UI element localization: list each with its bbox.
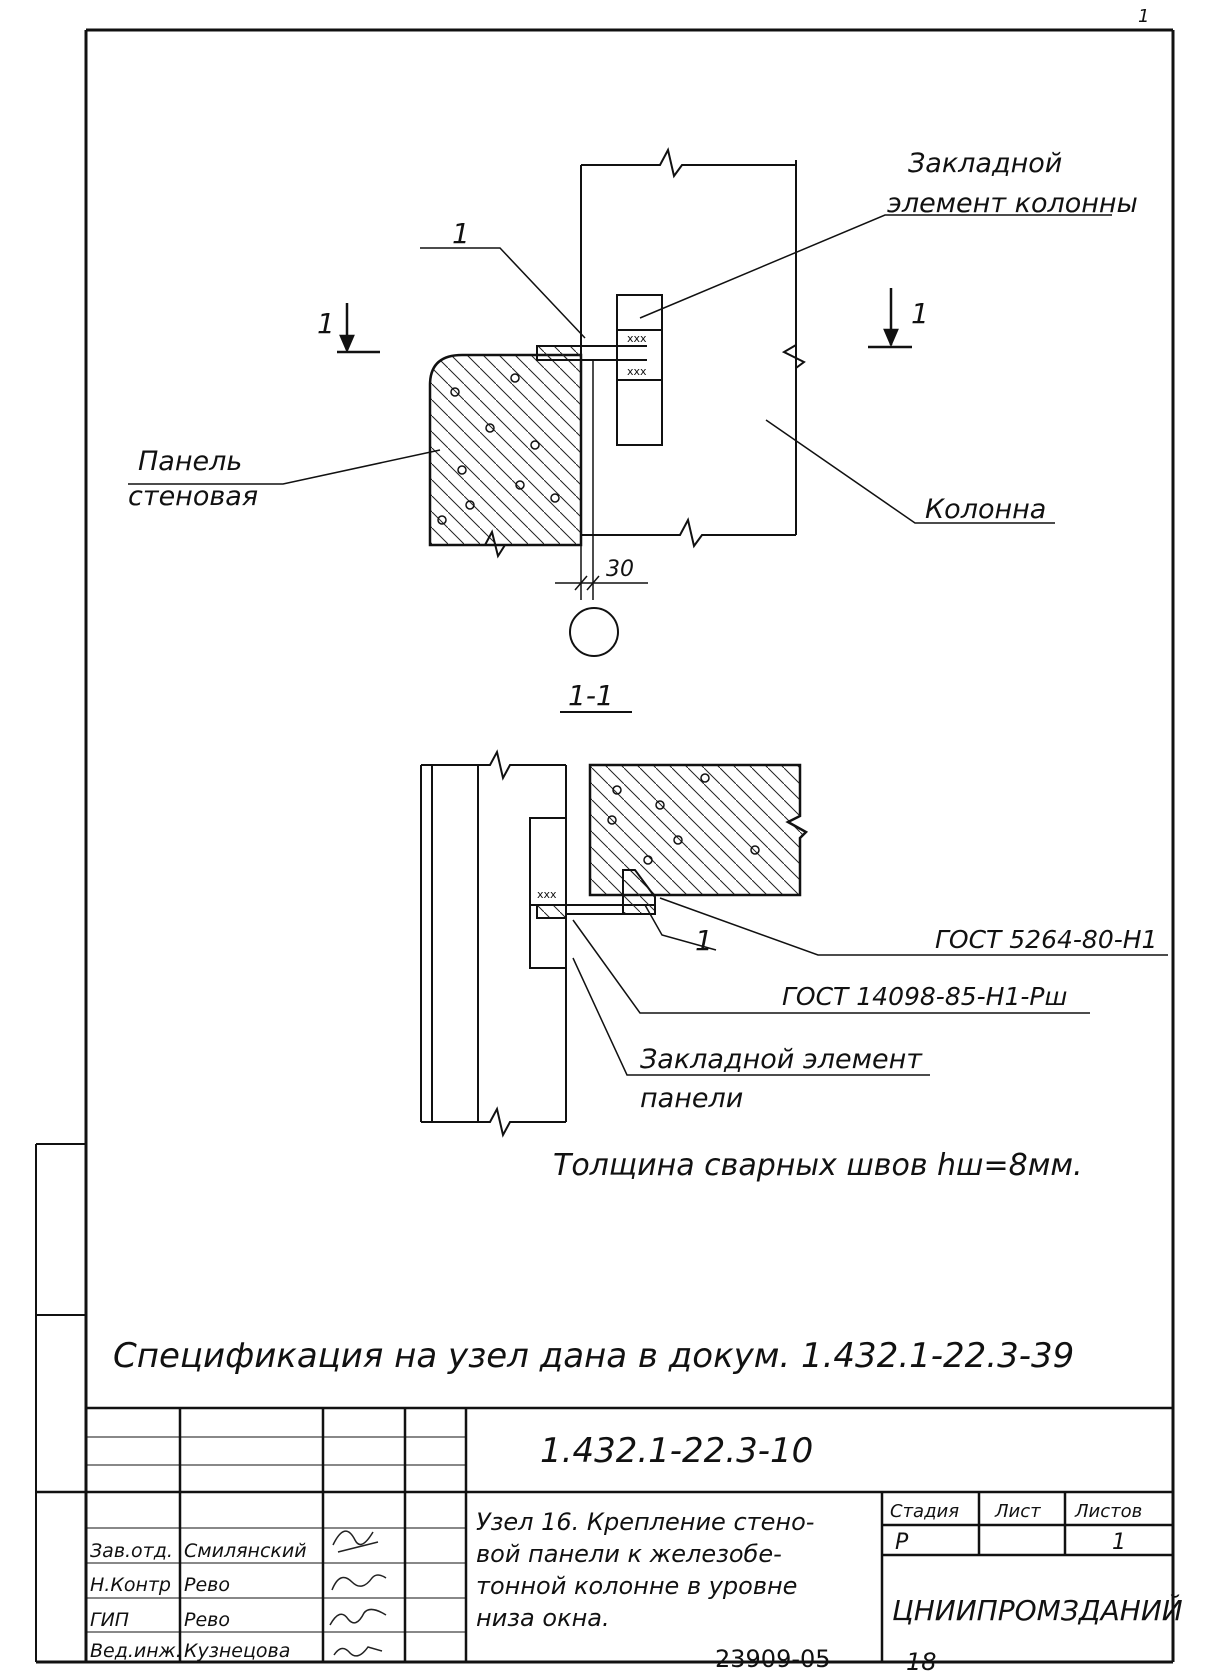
signer-name-4: Кузнецова (184, 1640, 290, 1662)
column-embed-plate: xxx xxx (616, 294, 663, 446)
title-block-thin-rows (86, 1436, 466, 1633)
title-block (36, 1406, 1173, 1662)
signers-table: Зав.отд. Смилянский Н.Контр Рево ГИП Рев… (90, 1540, 307, 1662)
section-connector (566, 869, 656, 915)
section-mark: 1 (695, 924, 713, 957)
signature-1 (332, 1530, 379, 1553)
svg-text:xxx: xxx (627, 365, 647, 378)
section-view: 1-1 xxx (420, 679, 1168, 1138)
signer-role-3: ГИП (90, 1609, 129, 1631)
page-number: 18 (906, 1648, 937, 1674)
organization: ЦНИИПРОМЗДАНИЙ (892, 1593, 1183, 1627)
sheet-frame (35, 28, 1175, 1664)
signer-name-3: Рево (184, 1609, 230, 1631)
corner-mark: 1 (1138, 6, 1149, 27)
signature-3 (329, 1608, 387, 1626)
column (580, 147, 806, 549)
panel-label-line-2: стеновая (128, 481, 258, 512)
section-leaders (572, 897, 1168, 1076)
section-marker-right-label: 1 (911, 297, 929, 330)
signer-name-1: Смилянский (184, 1540, 307, 1562)
drawing-title: Узел 16. Крепление стено- вой панели к ж… (476, 1508, 814, 1632)
embed-label-line-1: Закладной (908, 148, 1062, 179)
signature-4 (333, 1646, 383, 1657)
wall-panel (428, 353, 583, 559)
panel-embed-label-2: панели (640, 1083, 743, 1114)
weld-note: Толщина сварных швов hш=8мм. (553, 1148, 1083, 1183)
section-marker-right (868, 288, 912, 349)
column-label: Колонна (925, 494, 1046, 525)
doc-code: 1.432.1-22.3-10 (540, 1431, 813, 1471)
plan-leaders (128, 214, 1112, 524)
spec-note: Спецификация на узел дана в докум. 1.432… (113, 1336, 1074, 1376)
title-line-3: тонной колонне в уровне (476, 1572, 797, 1600)
section-title: 1-1 (568, 679, 614, 712)
panel-embed-label-1: Закладной элемент (640, 1044, 923, 1075)
gost-5264-label: ГОСТ 5264-80-Н1 (935, 925, 1157, 954)
signer-role-1: Зав.отд. (90, 1540, 173, 1562)
section-panel (588, 763, 809, 897)
signer-role-2: Н.Контр (90, 1574, 171, 1596)
stage-value: Р (895, 1530, 909, 1555)
dimension-label: 30 (606, 557, 634, 582)
panel-label-line-1: Панель (138, 446, 242, 477)
svg-text:xxx: xxx (537, 888, 557, 901)
connector-bar (536, 345, 647, 361)
signer-name-2: Рево (184, 1574, 230, 1596)
title-line-1: Узел 16. Крепление стено- (476, 1508, 814, 1536)
svg-text:xxx: xxx (627, 332, 647, 345)
signature-2 (331, 1574, 387, 1591)
plan-mark: 1 (452, 217, 470, 250)
dimension-30 (555, 575, 648, 591)
gost-14098-label: ГОСТ 14098-85-Н1-Рш (782, 982, 1067, 1011)
signatures (329, 1530, 387, 1657)
joint-axis (569, 360, 619, 657)
title-line-2: вой панели к железобе- (476, 1540, 782, 1568)
section-marker-left-label: 1 (317, 307, 335, 340)
section-marker-left (337, 303, 380, 354)
title-line-4: низа окна. (476, 1604, 610, 1632)
header-sheet: Лист (994, 1501, 1041, 1522)
plan-view: xxx xxx (128, 147, 1138, 657)
section-column (420, 749, 567, 1138)
section-column-embed: xxx (529, 817, 567, 969)
archive-number: 23909-05 (715, 1645, 831, 1673)
header-stage: Стадия (890, 1501, 959, 1522)
header-sheets: Листов (1074, 1501, 1142, 1522)
embed-label-line-2: элемент колонны (887, 188, 1138, 219)
signer-role-4: Вед.инж. (90, 1640, 182, 1662)
sheets-value: 1 (1112, 1530, 1126, 1555)
